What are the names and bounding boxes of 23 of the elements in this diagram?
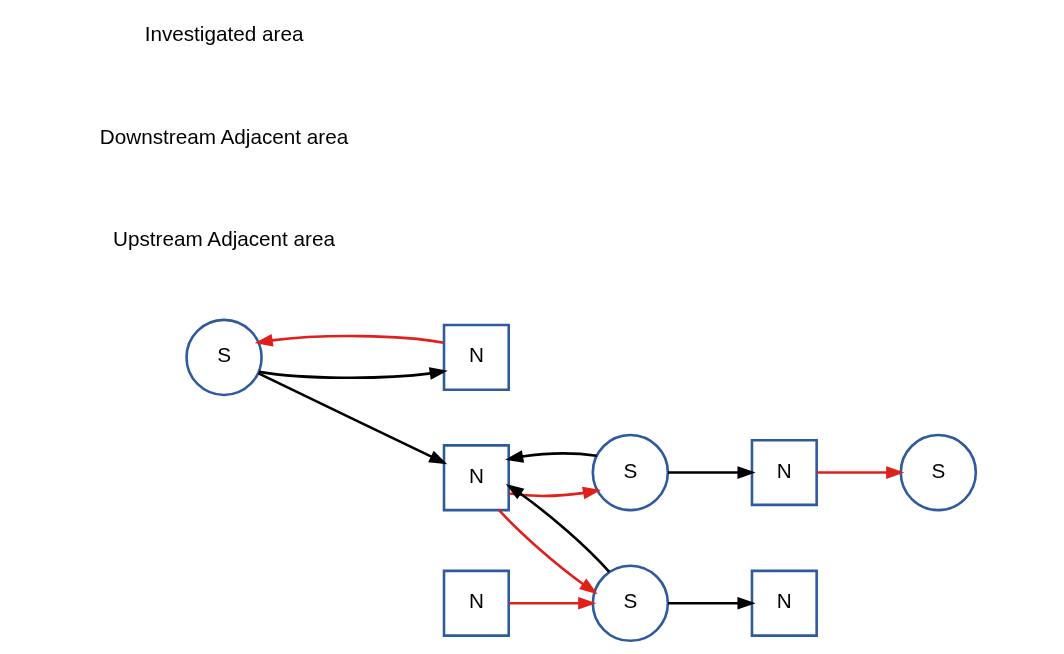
label: Upstream Adjacent area [113,226,336,250]
arrow [505,450,597,463]
node-circle: S [185,318,263,397]
label: Investigated area [144,22,304,46]
node-circle: S [591,433,670,512]
node-box: N [750,438,818,507]
node-circle: S [899,433,978,512]
arrow [667,596,756,610]
node-box: N [442,323,510,392]
arrow [508,486,602,500]
arrow [505,483,611,573]
node-circle: S [591,564,670,643]
arrow [509,596,597,610]
arrow [498,509,598,595]
arrow [258,367,448,380]
label: Downstream Adjacent area [99,124,349,148]
node-box: N [442,444,510,512]
arrow [667,466,756,479]
arrow [254,333,444,347]
node-box: N [750,569,818,637]
arrow [257,372,448,465]
arrow [817,466,905,479]
node-box: N [442,569,510,637]
